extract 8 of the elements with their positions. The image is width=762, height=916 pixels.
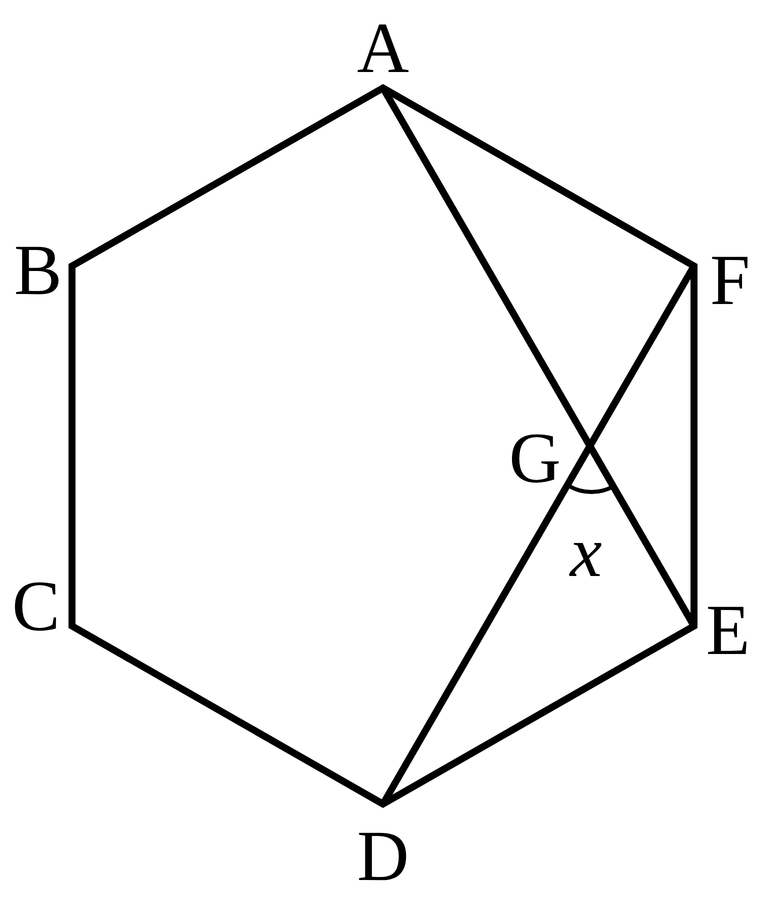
vertex-label: B — [14, 234, 62, 306]
angle-label: x — [570, 516, 602, 588]
vertex-label: C — [12, 570, 60, 642]
vertex-label: G — [509, 422, 561, 494]
vertex-label: F — [710, 244, 750, 316]
vertex-label: A — [357, 12, 409, 84]
vertex-label: D — [357, 820, 409, 892]
vertex-label: E — [706, 594, 750, 666]
